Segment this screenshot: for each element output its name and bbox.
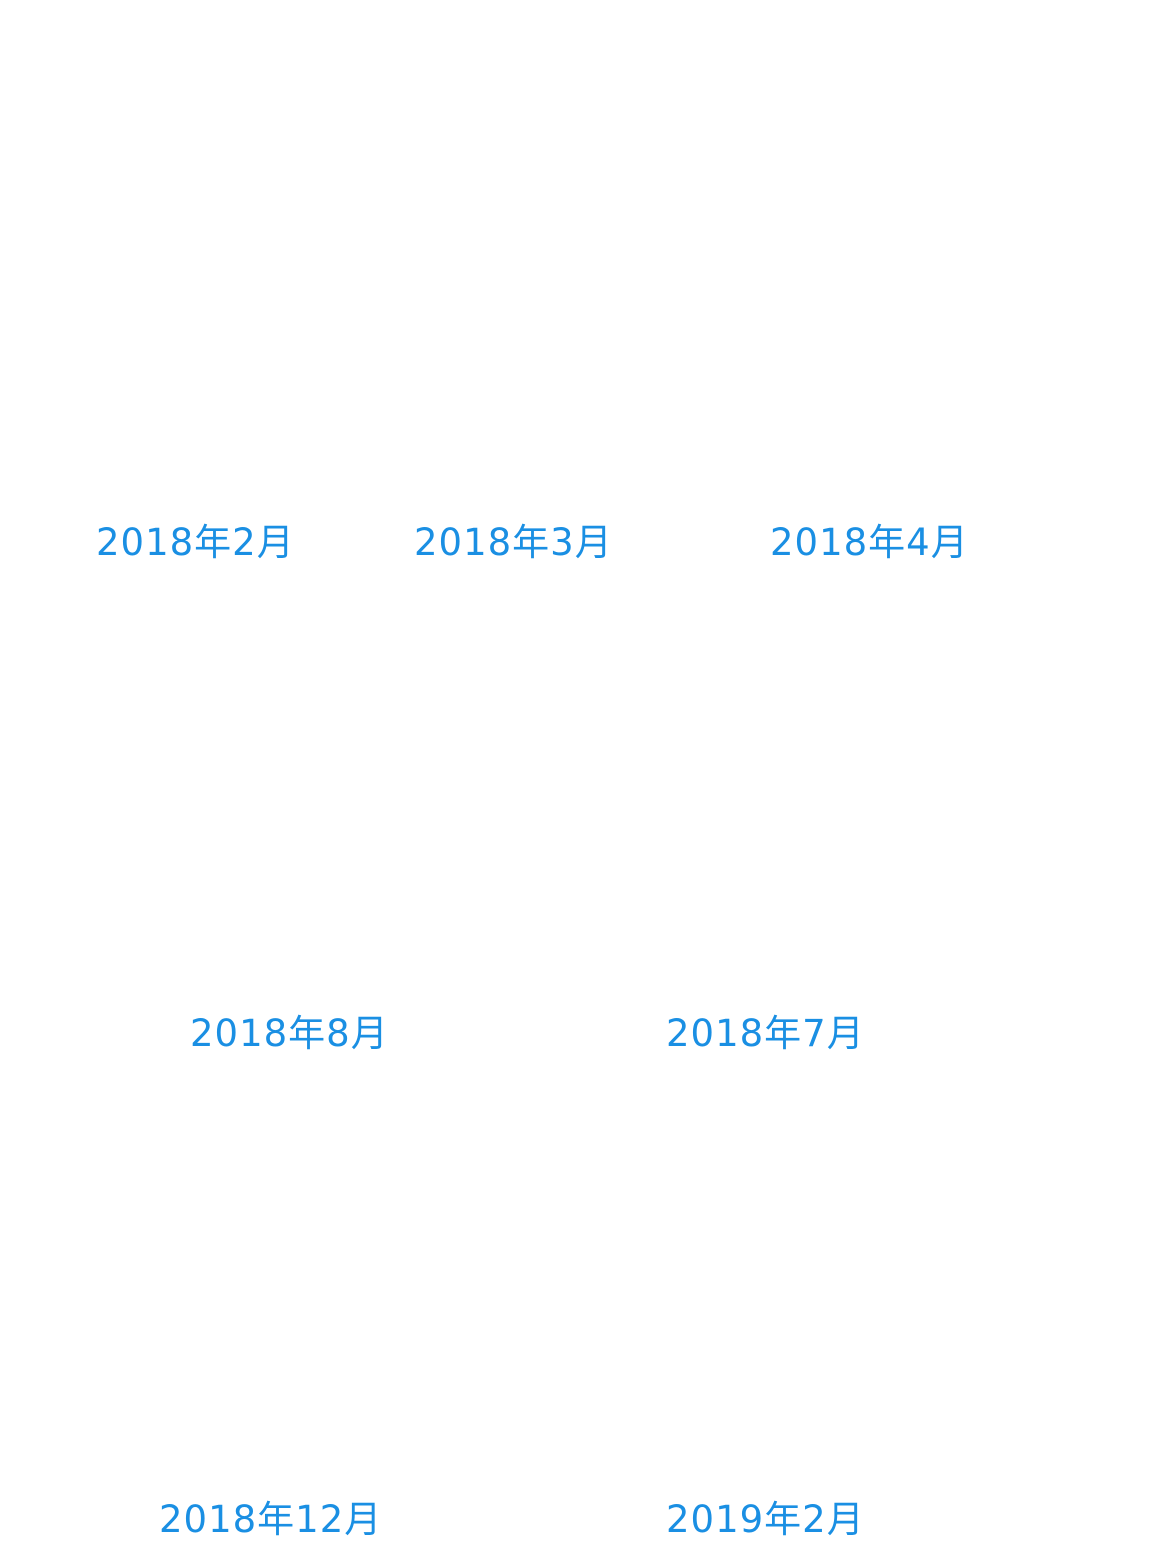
date-link-2019-02[interactable]: 2019年2月: [666, 1498, 865, 1541]
date-link-2018-03[interactable]: 2018年3月: [414, 521, 613, 564]
date-link-2018-08[interactable]: 2018年8月: [190, 1012, 389, 1055]
date-link-2018-07[interactable]: 2018年7月: [666, 1012, 865, 1055]
date-link-2018-02[interactable]: 2018年2月: [96, 521, 295, 564]
date-link-2018-04[interactable]: 2018年4月: [770, 521, 969, 564]
date-link-2018-12[interactable]: 2018年12月: [159, 1498, 383, 1541]
